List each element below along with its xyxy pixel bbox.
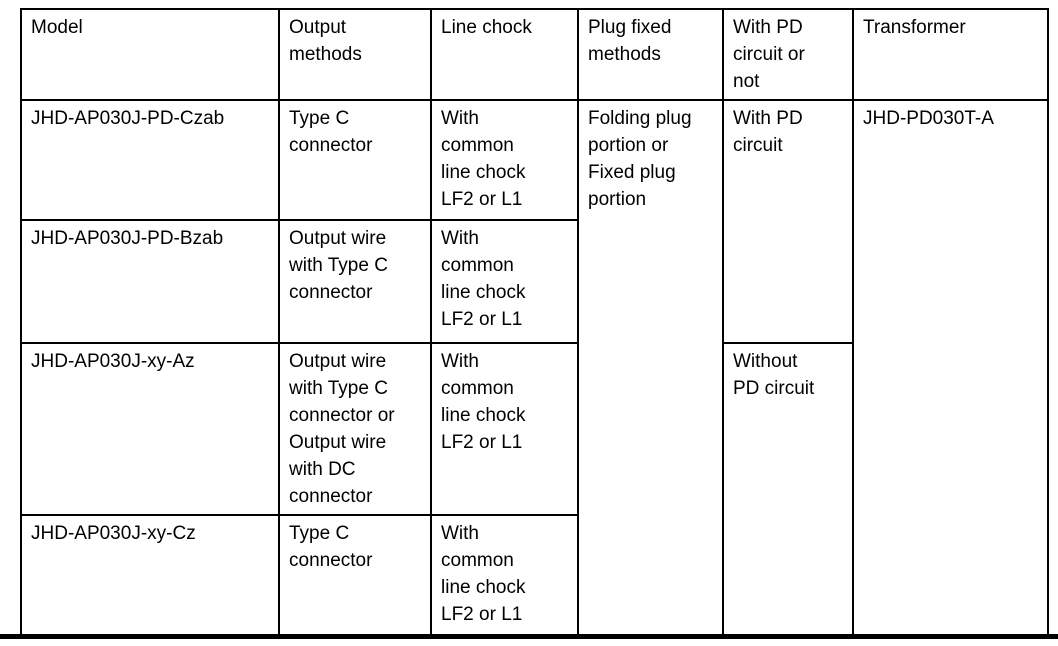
cell-output-methods: Output wire with Type C connector or Out… [278, 342, 432, 516]
header-with-pd-circuit-or-not: With PD circuit or not [722, 8, 854, 101]
table-row: JHD-AP030J-xy-Cz Type C connector With c… [20, 514, 1048, 636]
cell-output-methods: Type C connector [278, 99, 432, 221]
cell-transformer: JHD-PD030T-A [852, 99, 1049, 636]
table-row: JHD-AP030J-PD-Czab Type C connector With… [20, 99, 1049, 636]
cell-pd-circuit-without: Without PD circuit [722, 342, 854, 636]
spec-table: Model Output methods Line chock Plug fix… [20, 8, 1049, 636]
cell-pd-circuit-with: With PD circuit [722, 99, 854, 344]
header-row: Model Output methods Line chock Plug fix… [20, 8, 1049, 101]
header-model: Model [20, 8, 280, 101]
header-line-chock: Line chock [430, 8, 579, 101]
cell-model: JHD-AP030J-xy-Az [20, 342, 280, 516]
header-plug-fixed-methods: Plug fixed methods [577, 8, 724, 101]
cell-output-methods: Output wire with Type C connector [278, 219, 432, 344]
cell-line-chock: With common line chock LF2 or L1 [430, 514, 579, 636]
cell-plug-fixed-methods: Folding plug portion or Fixed plug porti… [577, 99, 724, 636]
cell-line-chock: With common line chock LF2 or L1 [430, 342, 579, 516]
page-bottom-rule [0, 634, 1058, 639]
cell-output-methods: Type C connector [278, 514, 432, 636]
cell-line-chock: With common line chock LF2 or L1 [430, 219, 579, 344]
header-transformer: Transformer [852, 8, 1049, 101]
table-row: JHD-AP030J-PD-Bzab Output wire with Type… [20, 219, 1048, 344]
cell-line-chock: With common line chock LF2 or L1 [430, 99, 579, 221]
cell-model: JHD-AP030J-PD-Czab [20, 99, 280, 221]
cell-model: JHD-AP030J-PD-Bzab [20, 219, 280, 344]
header-output-methods: Output methods [278, 8, 432, 101]
cell-model: JHD-AP030J-xy-Cz [20, 514, 280, 636]
